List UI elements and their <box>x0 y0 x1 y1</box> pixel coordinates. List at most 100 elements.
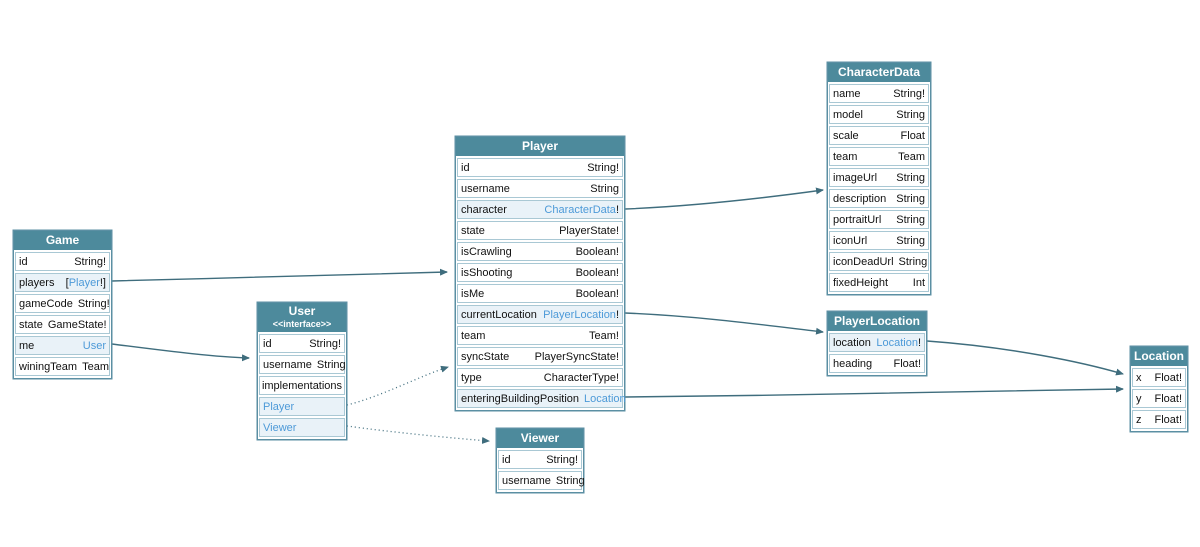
edge-player-character-to-characterdata <box>624 187 824 210</box>
table-header-game[interactable]: Game <box>14 231 111 250</box>
table-title: User <box>288 304 316 318</box>
field-name: enteringBuildingPosition <box>461 392 580 405</box>
field-name: username <box>263 358 312 371</box>
field-row-game-winingteam[interactable]: winingTeam Team <box>15 357 110 376</box>
table-title: Viewer <box>520 431 560 445</box>
field-name: winingTeam <box>19 360 78 373</box>
type-link[interactable]: Location <box>876 336 918 349</box>
field-type: String <box>896 234 925 247</box>
field-row-characterdata-scale[interactable]: scale Float <box>829 126 929 145</box>
field-type: Location! <box>876 337 921 349</box>
field-name: isShooting <box>461 266 513 279</box>
field-type: String! <box>309 337 341 350</box>
field-row-game-id[interactable]: id String! <box>15 252 110 271</box>
field-type: User <box>83 340 106 352</box>
implementation-link[interactable]: Viewer <box>263 421 297 434</box>
field-type: Team <box>82 360 109 373</box>
table-header-player[interactable]: Player <box>456 137 624 156</box>
field-name: id <box>502 453 511 466</box>
field-type: String! <box>74 255 106 268</box>
field-type: Boolean! <box>575 287 619 300</box>
type-wrapper-text: ! <box>615 203 619 216</box>
field-row-user-username[interactable]: username String <box>259 355 346 374</box>
field-type: PlayerState! <box>559 224 619 237</box>
field-row-player-isme[interactable]: isMe Boolean! <box>457 284 623 303</box>
field-row-player-enteringbuildingposition[interactable]: enteringBuildingPosition Location <box>457 389 626 408</box>
type-link[interactable]: PlayerLocation <box>543 308 616 321</box>
table-header-location[interactable]: Location <box>1131 347 1187 366</box>
table-header-characterdata[interactable]: CharacterData <box>828 63 930 82</box>
edge-playerlocation-location-to-location <box>926 340 1124 376</box>
table-header-viewer[interactable]: Viewer <box>497 429 583 448</box>
field-name: isMe <box>461 287 485 300</box>
field-name: location <box>833 336 871 349</box>
field-type: [Player!] <box>66 277 106 289</box>
table-title: Player <box>521 139 559 153</box>
field-name: description <box>833 192 887 205</box>
field-row-player-iscrawling[interactable]: isCrawling Boolean! <box>457 242 623 261</box>
field-name: syncState <box>461 350 510 363</box>
type-link[interactable]: User <box>82 339 106 352</box>
field-type: String! <box>893 87 925 100</box>
field-name: scale <box>833 129 859 142</box>
type-link[interactable]: Player <box>68 276 100 289</box>
field-name: id <box>19 255 28 268</box>
field-name: team <box>833 150 858 163</box>
type-wrapper-text: !] <box>99 276 106 289</box>
field-type: Boolean! <box>575 245 619 258</box>
field-type: String <box>896 213 925 226</box>
field-type: String <box>316 358 346 371</box>
field-row-user-viewer[interactable]: Viewer <box>259 418 345 437</box>
table-header-playerlocation[interactable]: PlayerLocation <box>828 312 926 331</box>
implementation-link[interactable]: Player <box>263 400 295 413</box>
type-link[interactable]: CharacterData <box>544 203 616 216</box>
field-row-playerlocation-location[interactable]: location Location! <box>829 333 925 352</box>
table-title: Location <box>1134 349 1184 363</box>
type-wrapper-text: ! <box>615 308 619 321</box>
field-row-player-id[interactable]: id String! <box>457 158 623 177</box>
field-name: isCrawling <box>461 245 512 258</box>
field-name: fixedHeight <box>833 276 889 289</box>
field-name: id <box>461 161 470 174</box>
field-row-user-player[interactable]: Player <box>259 397 345 416</box>
table-title: PlayerLocation <box>833 314 921 328</box>
field-type: Float <box>900 129 925 142</box>
table-header-user[interactable]: User<<interface>> <box>258 303 346 332</box>
type-link[interactable]: Location <box>584 392 626 405</box>
field-type: Float! <box>893 357 921 370</box>
field-row-user-implementations[interactable]: implementations <box>259 376 345 395</box>
field-row-game-players[interactable]: players[Player!] <box>15 273 110 292</box>
field-type: String! <box>587 161 619 174</box>
